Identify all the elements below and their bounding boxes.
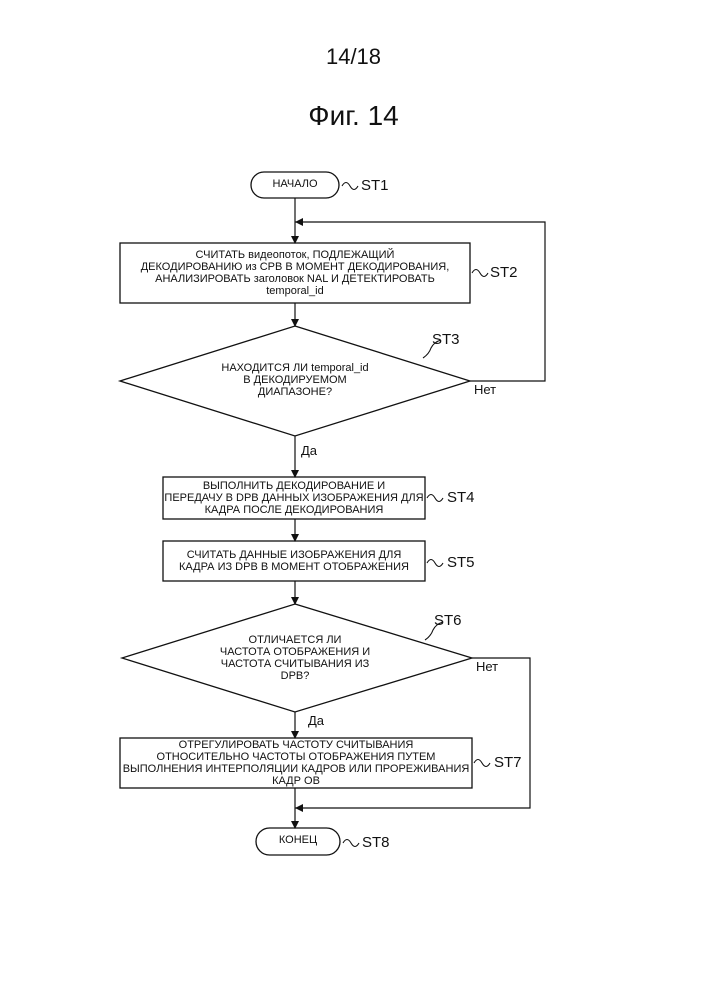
step-label-st6: ST6	[434, 612, 462, 629]
st3-no-label: Нет	[474, 382, 496, 397]
st5-step-connector	[427, 560, 443, 567]
st6-decision-text: ОТЛИЧАЕТСЯ ЛИ ЧАСТОТА ОТОБРАЖЕНИЯ И ЧАСТ…	[205, 634, 385, 682]
st4-process-text: ВЫПОЛНИТЬ ДЕКОДИРОВАНИЕ И ПЕРЕДАЧУ В DPB…	[163, 480, 425, 516]
end-step-connector	[343, 840, 359, 847]
step-label-st5: ST5	[447, 554, 475, 571]
step-label-st1: ST1	[361, 177, 389, 194]
st2-step-connector	[472, 270, 488, 277]
st4-step-connector	[427, 495, 443, 502]
st7-process-text: ОТРЕГУЛИРОВАТЬ ЧАСТОТУ СЧИТЫВАНИЯ ОТНОСИ…	[120, 739, 472, 787]
step-label-st3: ST3	[432, 331, 460, 348]
st3-decision-text: НАХОДИТСЯ ЛИ temporal_id В ДЕКОДИРУЕМОМ …	[205, 362, 385, 398]
start-terminal-label: НАЧАЛО	[251, 178, 339, 190]
end-terminal-label: КОНЕЦ	[256, 834, 340, 846]
step-label-st7: ST7	[494, 754, 522, 771]
st6-bypass-arrowhead	[295, 804, 303, 812]
st3-yes-label: Да	[301, 443, 317, 458]
st3-loop-arrowhead	[295, 218, 303, 226]
st6-yes-label: Да	[308, 713, 324, 728]
start-step-connector	[342, 183, 358, 190]
st5-process-text: СЧИТАТЬ ДАННЫЕ ИЗОБРАЖЕНИЯ ДЛЯ КАДРА ИЗ …	[163, 549, 425, 573]
st6-no-label: Нет	[476, 659, 498, 674]
step-label-st8: ST8	[362, 834, 390, 851]
st3-no-loop-line	[295, 222, 545, 381]
step-label-st4: ST4	[447, 489, 475, 506]
step-label-st2: ST2	[490, 264, 518, 281]
st2-process-text: СЧИТАТЬ видеопоток, ПОДЛЕЖАЩИЙ ДЕКОДИРОВ…	[120, 249, 470, 297]
st7-step-connector	[474, 760, 490, 767]
